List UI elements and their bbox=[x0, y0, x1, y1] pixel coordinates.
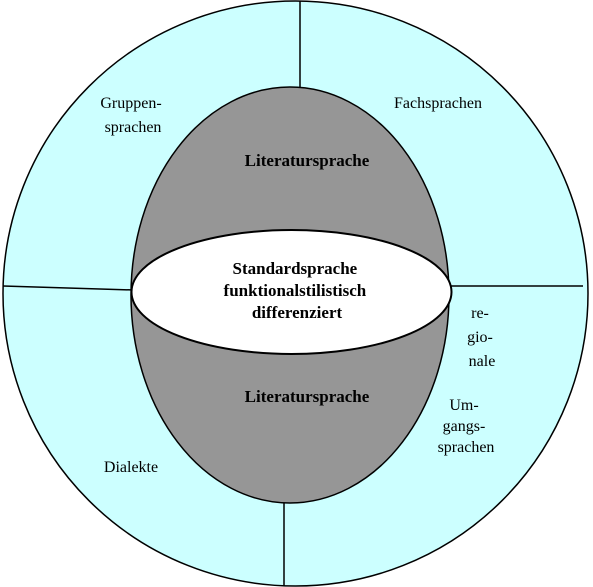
label-dialekte: Dialekte bbox=[104, 459, 158, 476]
label-literatursprache-bottom: Literatursprache bbox=[245, 387, 370, 406]
label-regionale-line-3: nale bbox=[469, 353, 496, 370]
label-umgangssprachen: Um- gangs- sprachen bbox=[438, 397, 495, 456]
label-standardsprache-line-3: differenziert bbox=[252, 303, 343, 322]
label-regionale-line-1: re- bbox=[471, 305, 489, 322]
label-gruppensprachen-line-2: sprachen bbox=[105, 119, 162, 136]
label-regionale-line-2: gio- bbox=[467, 329, 493, 346]
divider-left bbox=[2, 285, 135, 291]
label-gruppensprachen-line-1: Gruppen- bbox=[100, 95, 161, 112]
label-umgangssprachen-line-1: Um- bbox=[449, 397, 478, 414]
label-standardsprache-line-1: Standardsprache bbox=[233, 259, 358, 278]
label-umgangssprachen-line-2: gangs- bbox=[443, 418, 486, 435]
label-standardsprache: Standardsprache funktionalstilistisch di… bbox=[224, 259, 371, 322]
label-fachsprachen: Fachsprachen bbox=[394, 95, 482, 112]
label-standardsprache-line-2: funktionalstilistisch bbox=[224, 281, 367, 300]
label-umgangssprachen-line-3: sprachen bbox=[438, 439, 495, 456]
label-gruppensprachen: Gruppen- sprachen bbox=[100, 95, 165, 136]
label-regionale: re- gio- nale bbox=[467, 305, 497, 370]
standardsprache-ellipse bbox=[130, 229, 453, 355]
label-literatursprache-top: Literatursprache bbox=[245, 151, 370, 170]
